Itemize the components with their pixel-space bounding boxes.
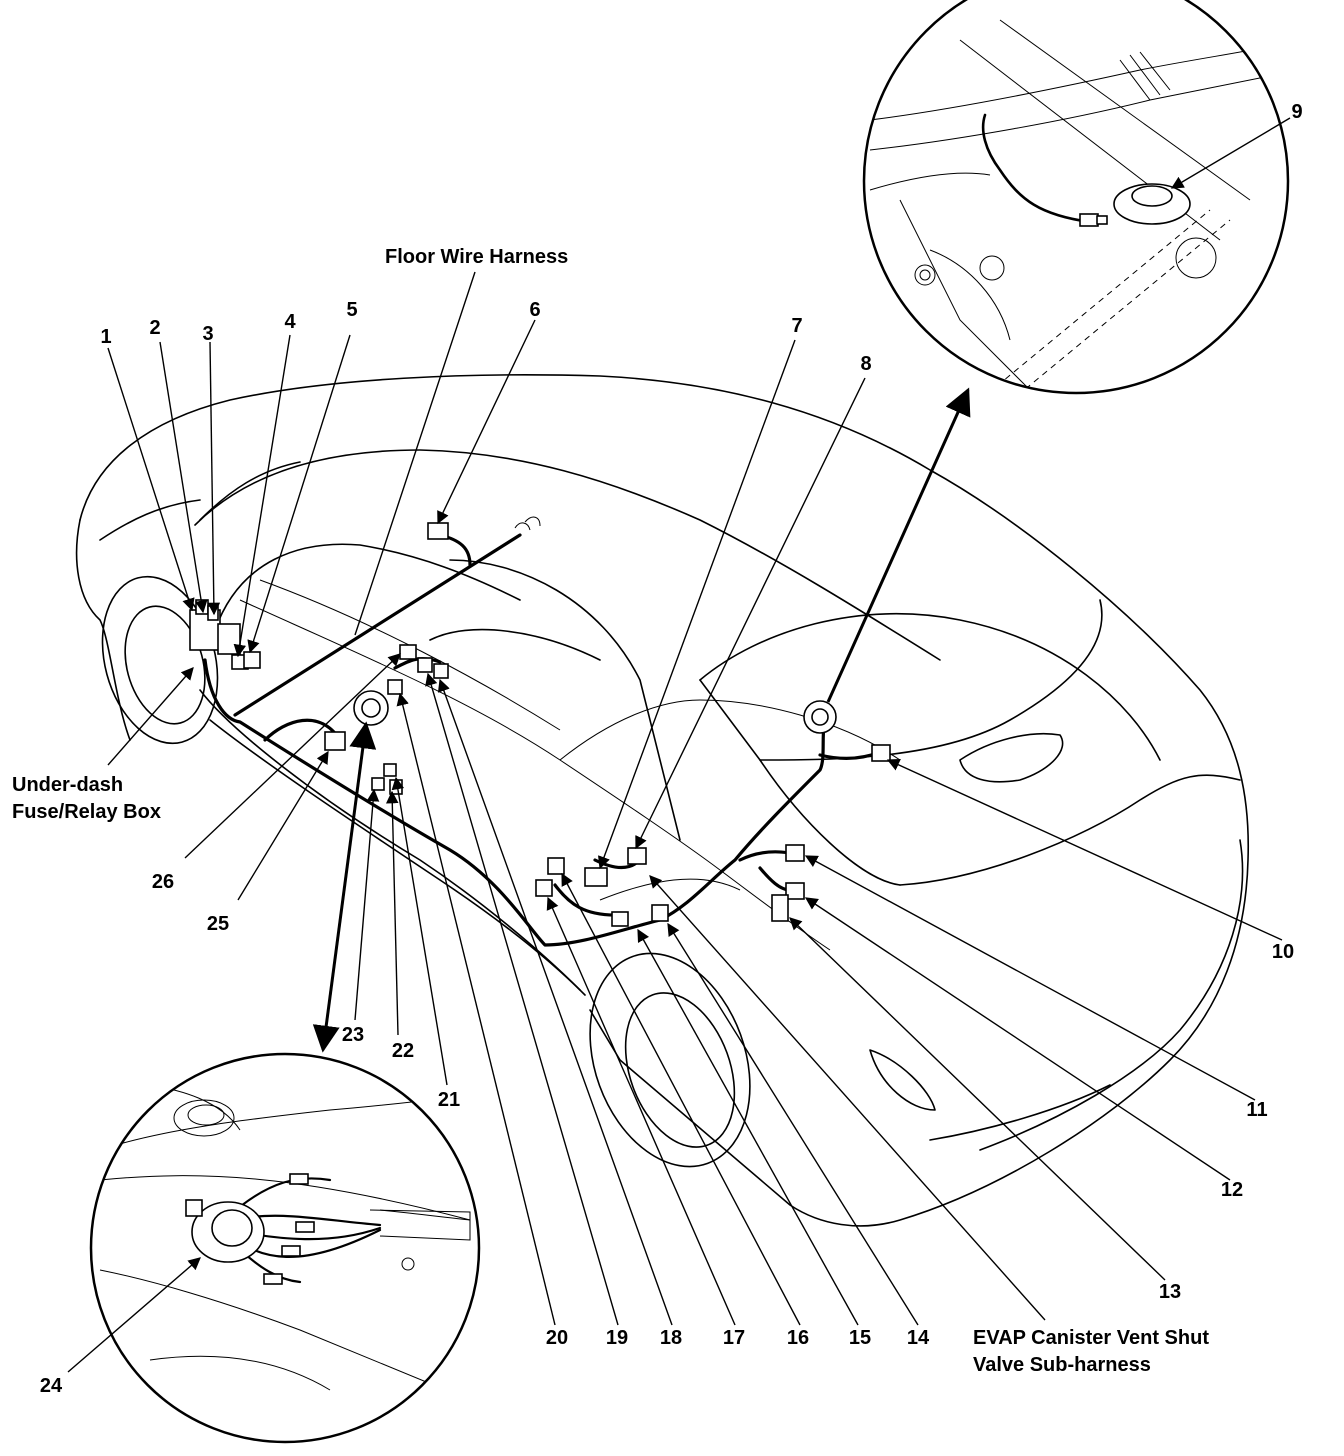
callout-14: 14 bbox=[907, 1327, 930, 1349]
detail-circle-top bbox=[862, 0, 1290, 395]
label-under-dash-line2: Fuse/Relay Box bbox=[12, 801, 161, 823]
callout-9: 9 bbox=[1291, 101, 1302, 123]
callout-25: 25 bbox=[207, 913, 229, 935]
callout-18: 18 bbox=[660, 1327, 682, 1349]
callout-16: 16 bbox=[787, 1327, 809, 1349]
callout-7: 7 bbox=[791, 315, 802, 337]
callout-1: 1 bbox=[100, 326, 111, 348]
callout-19: 19 bbox=[606, 1327, 628, 1349]
callout-5: 5 bbox=[346, 299, 357, 321]
callout-22: 22 bbox=[392, 1040, 414, 1062]
text-labels: Floor Wire Harness Under-dash Fuse/Relay… bbox=[12, 246, 1209, 1376]
label-evap-line2: Valve Sub-harness bbox=[973, 1354, 1151, 1376]
callout-3: 3 bbox=[202, 323, 213, 345]
callout-numbers: 1 2 3 4 5 6 7 8 9 10 11 12 13 14 15 16 1… bbox=[40, 101, 1303, 1397]
callout-15: 15 bbox=[849, 1327, 871, 1349]
callout-24: 24 bbox=[40, 1375, 63, 1397]
callout-12: 12 bbox=[1221, 1179, 1243, 1201]
callout-26: 26 bbox=[152, 871, 174, 893]
callout-20: 20 bbox=[546, 1327, 568, 1349]
detail-pointers bbox=[312, 387, 971, 1053]
callout-11: 11 bbox=[1246, 1099, 1267, 1121]
callout-21: 21 bbox=[438, 1089, 460, 1111]
label-floor-wire-harness: Floor Wire Harness bbox=[385, 246, 568, 268]
callout-10: 10 bbox=[1272, 941, 1294, 963]
label-under-dash-line1: Under-dash bbox=[12, 774, 123, 796]
callout-2: 2 bbox=[149, 317, 160, 339]
detail-circle-bottom bbox=[89, 1052, 481, 1444]
callout-23: 23 bbox=[342, 1024, 364, 1046]
callout-4: 4 bbox=[284, 311, 296, 333]
connectors bbox=[189, 522, 891, 927]
callout-13: 13 bbox=[1159, 1281, 1181, 1303]
callout-6: 6 bbox=[529, 299, 540, 321]
label-evap-line1: EVAP Canister Vent Shut bbox=[973, 1327, 1209, 1349]
callout-8: 8 bbox=[860, 353, 871, 375]
leader-lines bbox=[67, 117, 1291, 1373]
callout-17: 17 bbox=[723, 1327, 745, 1349]
car-body-outline bbox=[75, 374, 1250, 1227]
